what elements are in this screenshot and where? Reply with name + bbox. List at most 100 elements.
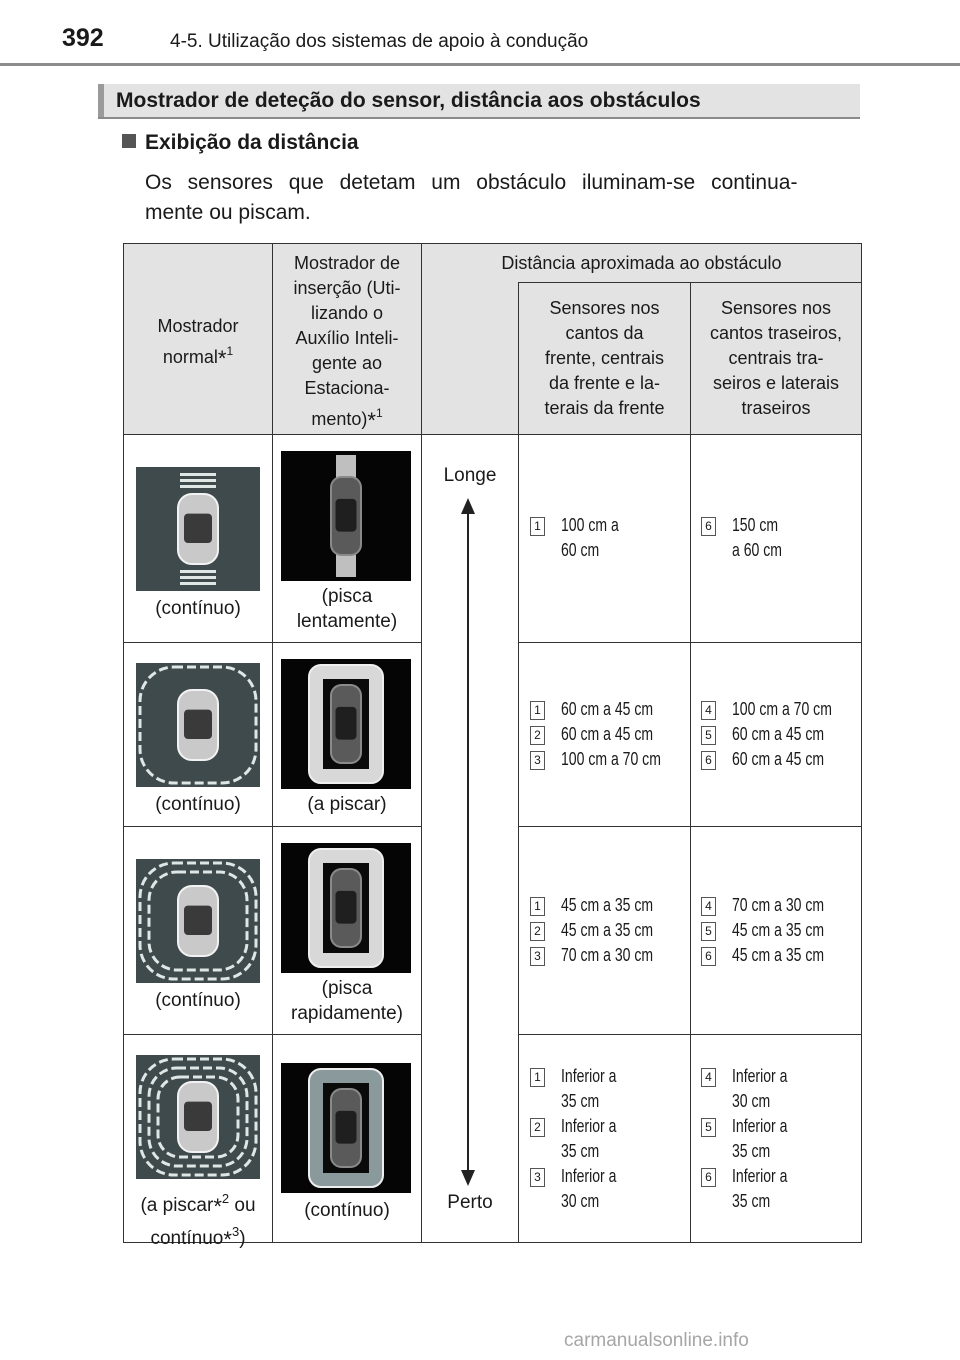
front-distance-value: 60 cm a 45 cm: [561, 724, 654, 744]
normal-display-image: [136, 859, 260, 983]
asterisk-icon: *: [213, 1194, 222, 1219]
header-text: Sensores nos: [549, 298, 660, 318]
table-border: [518, 282, 519, 1243]
header-text: Mostrador de: [293, 253, 401, 273]
insert-display-image: [281, 843, 411, 973]
front-distance-value: 60 cm a 45 cm: [561, 699, 654, 719]
rear-distance-value: 150 cm: [732, 515, 779, 535]
header-text: da frente e la-: [548, 373, 661, 393]
header-text: lizando o: [310, 303, 384, 323]
header-text: terais da frente: [544, 398, 665, 418]
asterisk-icon: *: [217, 346, 227, 371]
rear-distance-value: 30 cm: [732, 1091, 771, 1111]
rear-distance-value: Inferior a: [732, 1116, 788, 1136]
sensor-number-badge: 1: [530, 1068, 545, 1087]
insert-display-image: [281, 659, 411, 789]
header-text: seiros e laterais: [712, 373, 840, 393]
normal-display-image: [136, 467, 260, 591]
insert-display-image: [281, 1063, 411, 1193]
sensor-number-badge: 1: [530, 897, 545, 916]
subheading-text: Exibição da distância: [145, 131, 359, 154]
sensor-number-badge: 1: [530, 517, 545, 536]
sensor-number-badge: 4: [701, 897, 716, 916]
sensor-number-badge: 6: [701, 1168, 716, 1187]
insert-display-caption: (a piscar): [273, 792, 421, 817]
front-distance-value: Inferior a: [561, 1116, 617, 1136]
caption-line: contínuo*3): [124, 1219, 272, 1252]
sensor-number-badge: 1: [530, 701, 545, 720]
sensor-number-badge: 6: [701, 517, 716, 536]
sensor-number-badge: 4: [701, 701, 716, 720]
table-border: [123, 434, 862, 435]
caption-line: rapidamente): [291, 1003, 403, 1024]
table-border: [123, 1242, 862, 1243]
intro-text-line: mente ou piscam.: [145, 201, 311, 224]
header-text: Auxílio Inteli-: [295, 328, 399, 348]
section-title: Mostrador de deteção do sensor, distânci…: [116, 89, 701, 112]
header-text: inserção (Uti-: [293, 278, 401, 298]
arrow-near-label: Perto: [447, 1192, 493, 1213]
sensor-number-badge: 3: [530, 751, 545, 770]
caption-text: ou: [229, 1195, 256, 1216]
footnote-ref: 1: [375, 406, 383, 420]
page-number: 392: [62, 24, 104, 52]
header-text: centrais tra-: [728, 348, 824, 368]
header-text: traseiros: [741, 398, 811, 418]
sensor-number-badge: 2: [530, 922, 545, 941]
table-border: [272, 243, 273, 1243]
sensor-number-badge: 6: [701, 751, 716, 770]
double-arrow-icon: [461, 498, 475, 1186]
normal-display-caption: (contínuo): [124, 792, 272, 817]
sensor-number-badge: 3: [530, 947, 545, 966]
rear-distance-value: 45 cm a 35 cm: [732, 945, 825, 965]
running-header: 4-5. Utilização dos sistemas de apoio à …: [170, 31, 589, 52]
footnote-ref: 1: [226, 344, 234, 358]
insert-display-image: [281, 451, 411, 581]
normal-display-caption: (contínuo): [124, 596, 272, 621]
table-border: [421, 243, 422, 1243]
normal-display-caption: (contínuo): [124, 988, 272, 1013]
section-band-edge: [98, 84, 104, 118]
front-distance-value: Inferior a: [561, 1166, 617, 1186]
header-normal-display: Mostrador normal*1: [124, 314, 272, 371]
intro-text-line: Os sensores que detetam um obstáculo ilu…: [145, 171, 798, 194]
header-insert-display: Mostrador de inserção (Uti-lizando o Auxíl…: [273, 251, 421, 433]
asterisk-icon: *: [223, 1227, 232, 1252]
front-distance-value: 45 cm a 35 cm: [561, 920, 654, 940]
front-distance-value: 45 cm a 35 cm: [561, 895, 654, 915]
sensor-number-badge: 2: [530, 1118, 545, 1137]
front-distance-value: 100 cm a: [561, 515, 619, 535]
insert-display-caption: (contínuo): [273, 1198, 421, 1223]
normal-display-image: [136, 663, 260, 787]
header-text: mento)*1: [273, 401, 421, 433]
header-text: cantos traseiros,: [709, 323, 843, 343]
header-text: Estaciona-: [304, 378, 390, 398]
header-text: frente, centrais: [544, 348, 665, 368]
sensor-number-badge: 4: [701, 1068, 716, 1087]
footnote-ref: 3: [231, 1224, 240, 1239]
section-band: [98, 84, 860, 118]
rear-distance-value: 35 cm: [732, 1191, 771, 1211]
square-bullet-icon: [122, 134, 136, 148]
header-text: gente ao: [311, 353, 383, 373]
header-front-sensors: Sensores nos cantos da frente, centrais da …: [519, 296, 690, 421]
watermark: carmanualsonline.info: [564, 1330, 749, 1351]
front-distance-value: Inferior a: [561, 1066, 617, 1086]
front-distance-value: 70 cm a 30 cm: [561, 945, 654, 965]
header-text-part: mento): [311, 409, 368, 429]
sensor-number-badge: 6: [701, 947, 716, 966]
caption-text: (a piscar: [140, 1195, 214, 1216]
footnote-ref: 2: [221, 1191, 230, 1206]
rear-distance-value: 60 cm a 45 cm: [732, 724, 825, 744]
caption-line: (pisca: [321, 586, 373, 607]
front-distance-value: 60 cm: [561, 540, 600, 560]
arrow-far-label: Longe: [443, 465, 497, 486]
caption-line: (contínuo): [304, 1200, 390, 1221]
caption-text: ): [239, 1228, 246, 1249]
header-text: cantos da: [565, 323, 644, 343]
header-rear-sensors: Sensores nos cantos traseiros, centrais tr…: [691, 296, 861, 421]
table-border: [123, 243, 862, 244]
header-text: Sensores nos: [720, 298, 832, 318]
